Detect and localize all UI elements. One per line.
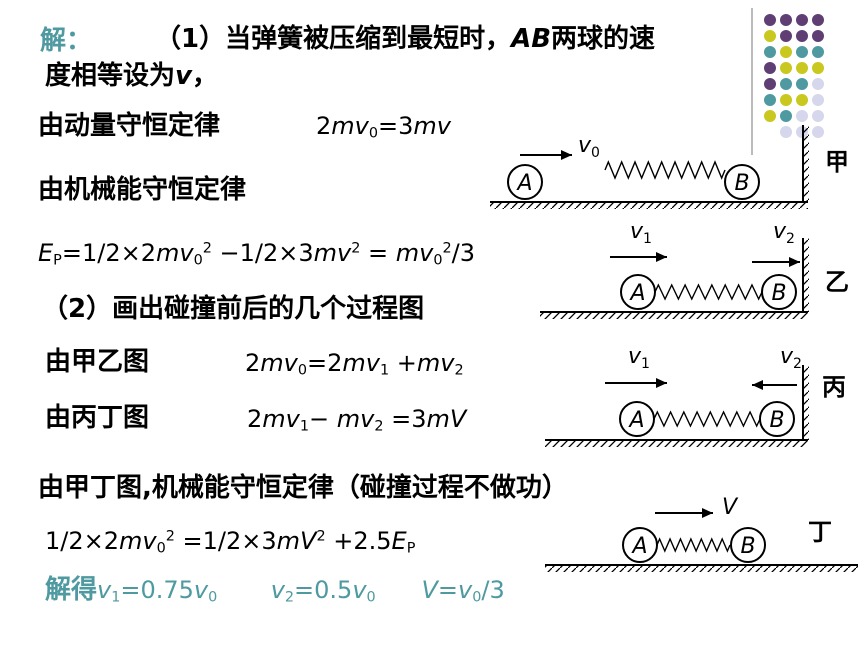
jia-yi-label: 由甲乙图 xyxy=(45,347,150,377)
decor-dot xyxy=(812,126,824,138)
decor-dot xyxy=(812,94,824,106)
decor-dot xyxy=(764,46,776,58)
solution-label: 解： xyxy=(40,26,93,56)
decor-dot xyxy=(780,46,792,58)
decor-dot xyxy=(780,126,792,138)
decor-dot xyxy=(764,30,776,42)
yi-v1-arrow-head xyxy=(656,252,667,262)
jia-velocity-label: v0 xyxy=(578,133,600,161)
bing-v2-arrow-head xyxy=(752,380,763,390)
yi-ball-b xyxy=(761,274,797,310)
bing-ding-equation: 2mv1− mv2 =3mV xyxy=(247,405,467,435)
decor-dot xyxy=(764,78,776,90)
decor-dot xyxy=(812,110,824,122)
bing-v1-arrow-head xyxy=(656,378,667,388)
jia-ground-hatch xyxy=(490,202,808,209)
yi-ground-hatch xyxy=(540,312,808,319)
part1-heading-cont: 度相等设为v， xyxy=(45,61,218,91)
yi-label: 乙 xyxy=(825,268,849,296)
decor-dot xyxy=(796,62,808,74)
yi-v2-label: v2 xyxy=(773,219,795,247)
part1-heading: （1）当弹簧被压缩到最短时，AB两球的速 xyxy=(155,24,656,54)
decor-dot xyxy=(764,62,776,74)
yi-wall-hatch xyxy=(803,238,809,312)
decor-dot xyxy=(812,30,824,42)
yi-ball-b-label: B xyxy=(771,281,786,306)
decor-dot xyxy=(780,30,792,42)
decor-dot xyxy=(796,30,808,42)
jia-wall-hatch xyxy=(803,125,809,202)
jia-yi-equation: 2mv0=2mv1 +mv2 xyxy=(245,349,464,379)
ding-label: 丁 xyxy=(808,518,832,546)
bing-ball-b-label: B xyxy=(769,408,784,433)
result-line: 解得v1=0.75v0 v2=0.5v0 V=v0/3 xyxy=(45,575,505,606)
decor-dot xyxy=(780,110,792,122)
yi-v2-arrow-head xyxy=(789,257,800,267)
decor-dot xyxy=(780,14,792,26)
jia-spring xyxy=(604,160,726,180)
energy-label: 由机械能守恒定律 xyxy=(38,175,247,205)
decor-dot xyxy=(764,94,776,106)
ding-ball-b-label: B xyxy=(740,534,755,559)
bing-v1-label: v1 xyxy=(628,344,650,372)
jia-ding-equation: 1/2×2mv02 =1/2×3mV2 +2.5EP xyxy=(45,527,416,557)
ding-ground-hatch xyxy=(545,565,858,572)
bing-ball-a-label: A xyxy=(627,408,644,433)
bing-v2-label: v2 xyxy=(780,344,802,372)
jia-label: 甲 xyxy=(825,148,849,176)
decor-dot xyxy=(812,14,824,26)
bing-ding-label: 由丙丁图 xyxy=(45,403,150,433)
decor-dot xyxy=(812,46,824,58)
jia-ball-a xyxy=(507,164,543,200)
ding-velocity-label: V xyxy=(722,495,739,520)
ding-ball-a-label: A xyxy=(630,534,647,559)
jia-ding-label: 由甲丁图,机械能守恒定律（碰撞过程不做功） xyxy=(38,473,568,503)
decor-dot xyxy=(812,78,824,90)
jia-ball-b xyxy=(724,164,760,200)
bing-label: 丙 xyxy=(822,373,846,401)
bing-ball-b xyxy=(759,401,795,437)
ding-spring xyxy=(656,537,731,553)
jia-velocity-arrow-head xyxy=(561,150,572,160)
ding-velocity-arrow-head xyxy=(702,508,713,518)
bing-wall-hatch xyxy=(803,365,809,440)
jia-ball-b-label: B xyxy=(734,171,749,196)
momentum-label: 由动量守恒定律 xyxy=(38,111,221,141)
part2-heading: （2）画出碰撞前后的几个过程图 xyxy=(42,294,425,324)
energy-equation: EP=1/2×2mv02 −1/2×3mv2 = mv02/3 xyxy=(38,239,476,269)
yi-spring xyxy=(654,283,763,301)
decor-dot xyxy=(796,78,808,90)
decor-dot xyxy=(780,62,792,74)
decor-dot xyxy=(796,46,808,58)
decor-dot xyxy=(812,62,824,74)
yi-v1-label: v1 xyxy=(630,219,652,247)
momentum-equation: 2mv0=3mv xyxy=(316,112,452,142)
decor-dot xyxy=(764,14,776,26)
bing-ground-hatch xyxy=(545,440,808,447)
jia-ball-a-label: A xyxy=(515,171,532,196)
yi-ball-a-label: A xyxy=(628,281,645,306)
decor-dot xyxy=(796,94,808,106)
ding-ball-b xyxy=(730,527,766,563)
decor-dot xyxy=(780,94,792,106)
bing-spring xyxy=(653,410,761,428)
decor-dot xyxy=(764,110,776,122)
decor-dot xyxy=(780,78,792,90)
decor-dot xyxy=(796,110,808,122)
decor-dot xyxy=(796,14,808,26)
